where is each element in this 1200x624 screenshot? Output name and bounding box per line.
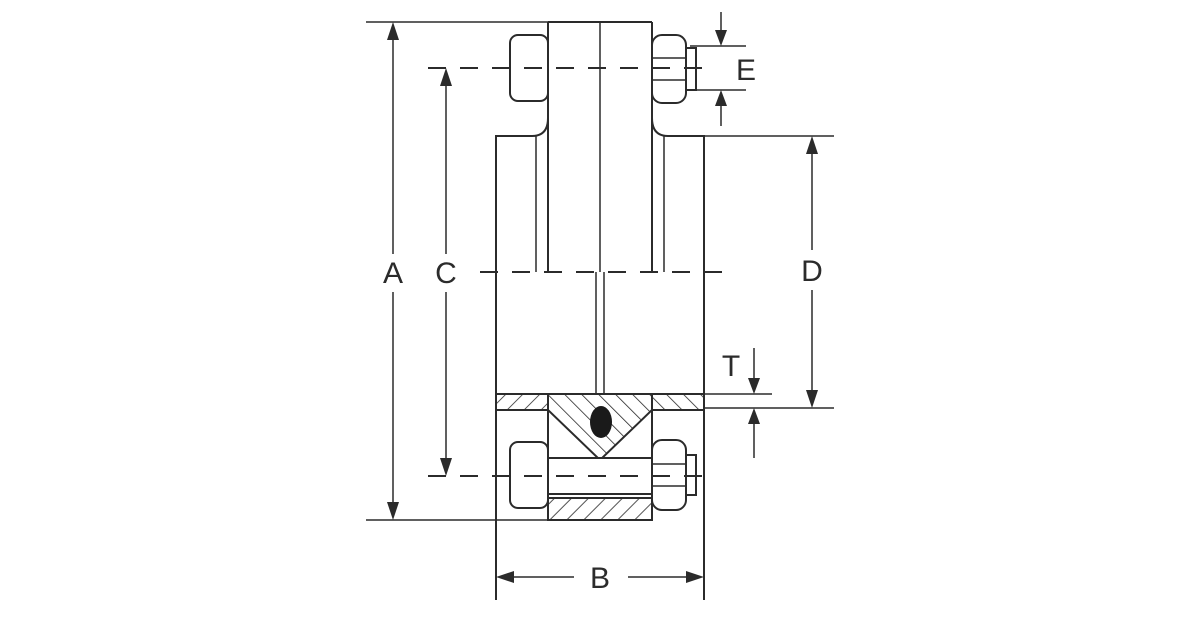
dimension-label-d: D <box>801 255 823 288</box>
dimension-c: C <box>435 68 457 476</box>
dimension-d: D <box>801 136 823 408</box>
dimension-label-b: B <box>590 562 610 595</box>
dimension-e: E <box>715 12 756 126</box>
dimension-t: T <box>722 348 760 458</box>
center-lines <box>428 67 730 477</box>
dimension-label-t: T <box>722 350 740 383</box>
extension-lines <box>366 21 834 521</box>
lower-flange-section <box>495 272 705 521</box>
dimension-label-a: A <box>383 257 403 290</box>
dimension-b: B <box>496 562 704 595</box>
dimension-label-e: E <box>736 54 756 87</box>
dimension-a: A <box>383 22 403 520</box>
dimension-label-c: C <box>435 257 457 290</box>
